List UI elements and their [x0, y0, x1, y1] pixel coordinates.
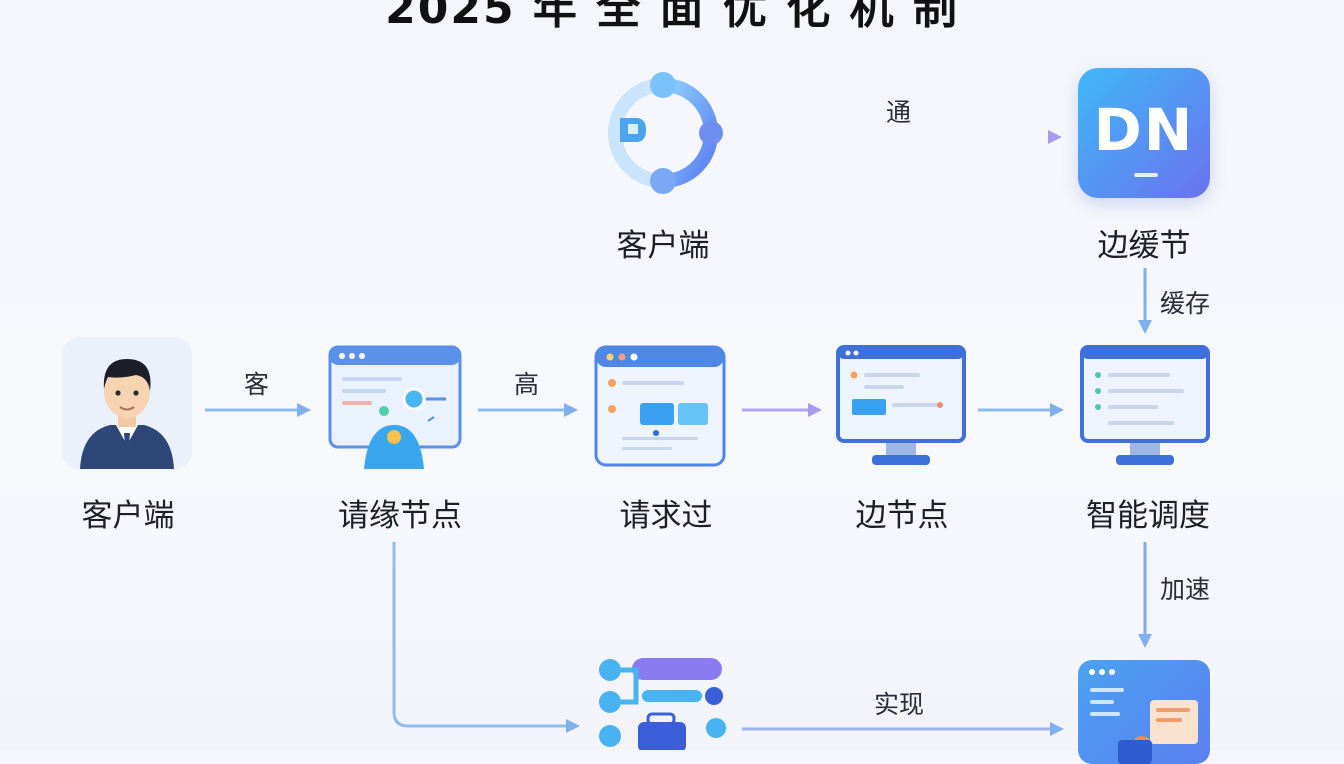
page-title: 2025 年 全 面 优 化 机 制	[385, 0, 959, 34]
node-label-smart-dispatch: 智能调度	[1086, 498, 1210, 534]
edge-label-high: 高	[514, 370, 540, 399]
dn-cache-icon: DN	[1078, 68, 1210, 198]
node-label-request-pass: 请求过	[619, 498, 713, 534]
edge-node-monitor-icon	[836, 345, 966, 465]
result-window-icon	[1078, 660, 1210, 764]
node-label-client-left: 客户端	[81, 498, 175, 534]
result-window-graphic	[1089, 669, 1198, 764]
request-pass-window-icon	[594, 345, 726, 467]
edge-request-down	[392, 542, 580, 733]
network-nodes-icon	[599, 658, 726, 750]
node-label-edge-node: 边节点	[855, 498, 949, 534]
person-icon	[80, 359, 174, 469]
node-label-edge-cache: 边缓节	[1097, 228, 1191, 264]
node-label-request-edge: 请缘节点	[338, 498, 462, 534]
node-label-client-top: 客户端	[616, 228, 710, 264]
edge-label-realize: 实现	[874, 690, 925, 719]
client-ring-icon	[608, 72, 723, 194]
edge-label-connect: 通	[886, 98, 912, 127]
edge-label-cache: 缓存	[1160, 289, 1211, 318]
edge-label-accelerate: 加速	[1160, 575, 1211, 604]
smart-dispatch-monitor-icon	[1080, 345, 1210, 465]
request-edge-window-icon	[328, 345, 462, 469]
edge-label-guest: 客	[244, 370, 270, 399]
client-avatar	[62, 337, 192, 469]
dn-text: DN	[1093, 96, 1195, 164]
